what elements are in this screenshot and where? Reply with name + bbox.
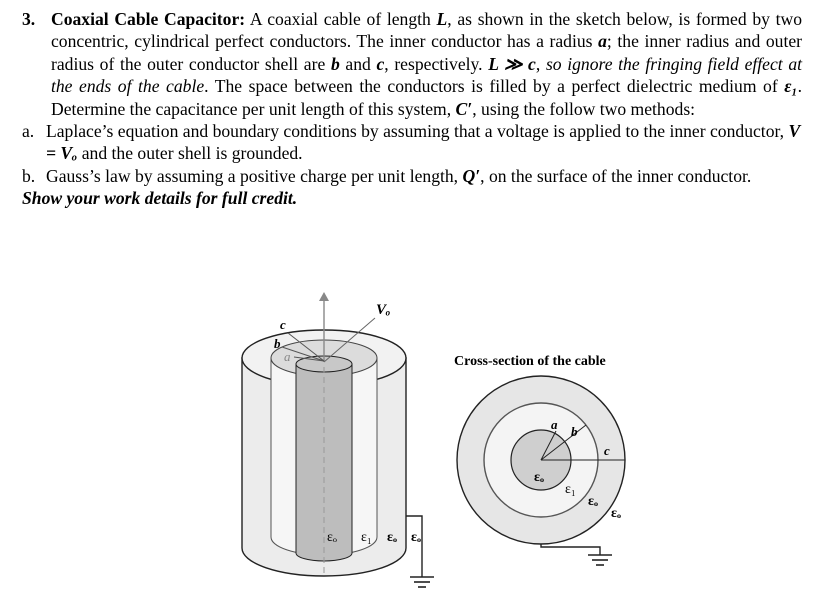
label-eps-o-inner: εₒ: [327, 530, 337, 545]
symbol-b: b: [330, 53, 340, 74]
cross-label-eps-o-mid: εₒ: [588, 494, 598, 509]
statement-text: and: [339, 53, 377, 74]
statement-text: . The space between the conductors is fi…: [204, 76, 785, 97]
part-b-letter: b.: [22, 165, 36, 186]
problem-number: 3.: [22, 9, 36, 29]
cross-section-title: Cross-section of the cable: [454, 354, 606, 369]
radius-b-line: [281, 346, 325, 362]
label-b: b: [274, 336, 281, 351]
part-b: b. Gauss’s law by assuming a positive cha…: [22, 165, 802, 187]
statement-text: ,: [535, 53, 546, 74]
cross-label-b: b: [571, 424, 578, 439]
cable-sketch: Vₒ c b a εₒ ε₁ εₒ εₒ Cross-section of th…: [241, 292, 626, 588]
radius-c-line: [287, 332, 325, 362]
cross-label-eps-o-inner: εₒ: [534, 470, 544, 485]
condition-L-much-greater-c: L ≫ c: [488, 53, 536, 74]
part-a-letter: a.: [22, 121, 35, 142]
statement-text: . Determine the capacitance per unit len…: [51, 76, 802, 119]
coaxial-cable-figure: Vₒ c b a εₒ ε₁ εₒ εₒ Cross-section of th…: [230, 285, 650, 605]
cross-label-eps-o-outer: εₒ: [611, 506, 621, 521]
statement-text: , using the follow two methods:: [472, 98, 696, 119]
fringing-note: so ignore the fringing field effect at t…: [51, 53, 803, 97]
label-a: a: [284, 349, 291, 364]
radius-a-line: [293, 356, 325, 362]
part-a: a. Laplace’s equation and boundary condit…: [22, 120, 802, 165]
symbol-epsilon-1: ε₁: [784, 76, 798, 97]
label-eps-1: ε₁: [361, 530, 372, 545]
label-c: c: [280, 317, 286, 332]
label-eps-o-mid: εₒ: [387, 530, 397, 545]
credit-note: Show your work details for full credit.: [22, 188, 298, 209]
label-eps-o-outer: εₒ: [411, 530, 421, 545]
label-vo: Vₒ: [376, 302, 390, 318]
cross-label-c: c: [604, 443, 610, 458]
statement-text: , as shown in the sketch below, is forme…: [51, 9, 802, 52]
symbol-c: c: [376, 53, 385, 74]
part-b-text: Gauss’s law by assuming a positive charg…: [46, 165, 463, 186]
statement-text: ; the inner radius and outer radius of t…: [51, 31, 803, 74]
symbol-L: L: [436, 9, 448, 29]
ground-wire: [406, 515, 423, 577]
problem-title: Coaxial Cable Capacitor:: [51, 9, 246, 29]
statement-text: , respectively.: [384, 53, 489, 74]
symbol-C-prime: C′: [455, 98, 473, 119]
symbol-Q-prime: Q′: [462, 165, 481, 186]
part-a-text: Laplace’s equation and boundary conditio…: [46, 121, 789, 142]
statement-text: A coaxial cable of length: [245, 9, 437, 29]
cross-ground-wire: [540, 544, 601, 555]
problem-3: 3. Coaxial Cable Capacitor: A coaxial cab…: [22, 8, 802, 210]
problem-statement: 3. Coaxial Cable Capacitor: A coaxial cab…: [22, 8, 802, 120]
cross-label-eps-1: ε₁: [565, 482, 576, 497]
part-a-text-end: and the outer shell is grounded.: [77, 143, 303, 164]
part-b-text-end: , on the surface of the inner conductor.: [480, 165, 752, 186]
arrow-head: [319, 292, 329, 301]
part-a-equation: V = Vₒ: [46, 121, 800, 164]
symbol-a: a: [598, 31, 607, 52]
cross-radius-a: [540, 430, 557, 461]
vo-lead: [323, 317, 376, 363]
cross-radius-b: [540, 424, 587, 461]
cross-label-a: a: [551, 417, 558, 432]
